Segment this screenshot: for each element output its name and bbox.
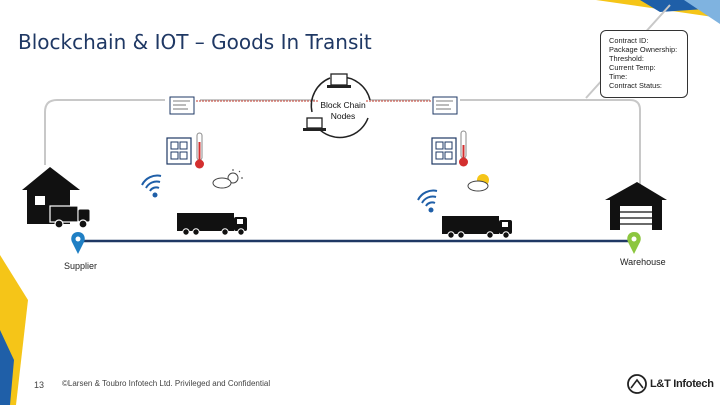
time-label: Time: [609,72,628,81]
thermometer-icon [459,130,468,167]
warehouse-icon [605,182,667,230]
laptop-icon [303,117,326,131]
sensor-device-icon [169,96,195,115]
weather-icon [467,174,489,192]
corner-decoration-top-right [596,0,720,24]
lt-logo-icon [627,374,647,394]
smart-contract-callout: Contract ID: Package Ownership: Threshol… [600,30,688,98]
package-ownership-label: Package Ownership: [609,45,678,54]
footer-copyright: ©Larsen & Toubro Infotech Ltd. Privilege… [62,379,271,388]
threshold-label: Threshold: [609,54,644,63]
wifi-icon [141,174,162,198]
truck-icon [177,213,247,236]
blockchain-nodes-label: Block Chain Nodes [311,100,375,122]
page-number: 13 [34,380,45,390]
supplier-location-pin-icon [71,232,85,254]
laptop-icon [327,73,351,88]
sensor-icon [431,137,457,165]
contract-id-label: Contract ID: [609,36,649,45]
house-truck-icon [22,167,91,229]
sensor-icon [166,137,192,165]
sensor-device-icon [432,96,458,115]
current-temp-label: Current Temp: [609,63,656,72]
blockchain-label-line1: Block Chain [320,100,366,110]
weather-icon [212,169,243,189]
wifi-icon [417,189,438,213]
supplier-label: Supplier [64,261,98,271]
truck-icon [442,216,512,239]
warehouse-label: Warehouse [620,257,666,267]
blockchain-nodes-icon [303,73,371,139]
blockchain-label-line2: Nodes [330,111,356,121]
thermometer-icon [195,132,204,169]
slide-title: Blockchain & IOT – Goods In Transit [18,30,372,54]
company-logo-text: L&T Infotech [650,378,714,390]
contract-status-label: Contract Status: [609,81,662,90]
corner-decoration-bottom-left [0,255,28,405]
warehouse-location-pin-icon [627,232,641,254]
